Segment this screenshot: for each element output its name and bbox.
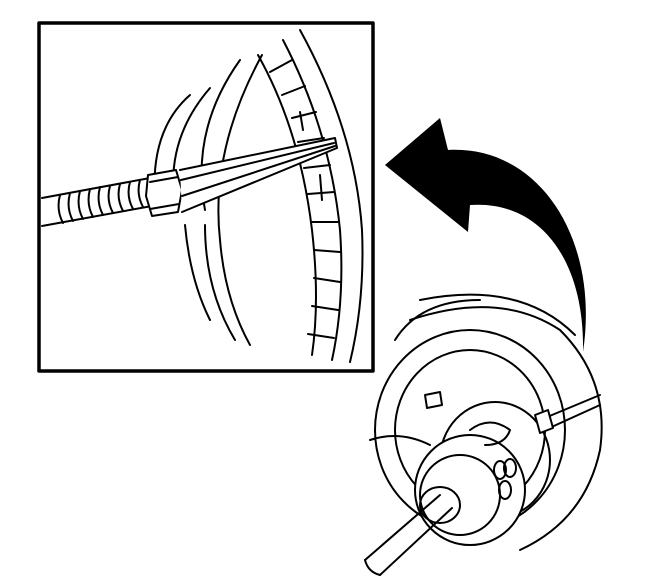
rotation-arrow xyxy=(385,118,586,352)
tapered-punch xyxy=(179,137,338,213)
shaft xyxy=(364,494,453,576)
rotor-edge xyxy=(257,29,364,363)
detail-inset xyxy=(37,21,375,373)
threaded-tool xyxy=(41,177,153,227)
hex-nut xyxy=(145,169,183,217)
hub-assembly xyxy=(369,293,603,551)
